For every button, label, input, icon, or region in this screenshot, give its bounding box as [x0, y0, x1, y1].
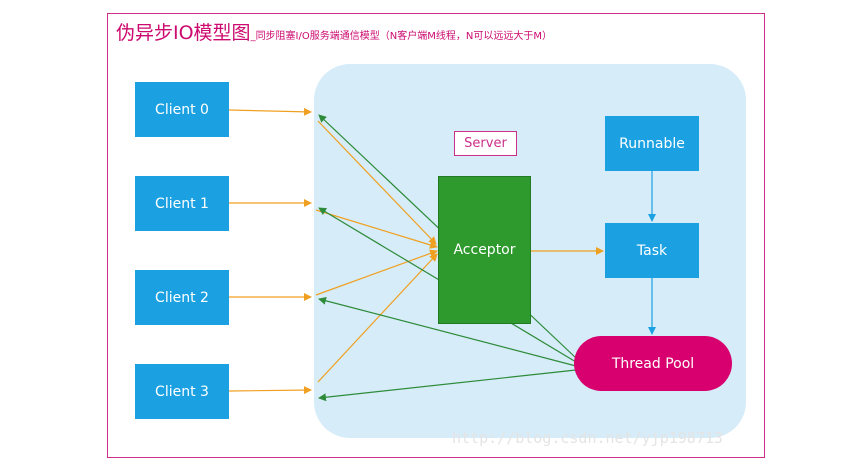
client-3-label: Client 3: [155, 383, 209, 400]
internal-flow-arrows: [531, 171, 656, 335]
request-line-1: [315, 209, 438, 249]
client-2-label: Client 2: [155, 289, 209, 306]
client-request-arrows: [228, 107, 312, 395]
task-box: Task: [605, 223, 699, 278]
request-line-3: [317, 253, 438, 383]
watermark: http://blog.csdn.net/yjp198713: [452, 429, 723, 447]
client-0-label: Client 0: [155, 101, 209, 118]
acceptor-box: Acceptor: [438, 176, 531, 324]
client-1-box: Client 1: [135, 176, 229, 231]
client-3-box: Client 3: [135, 364, 229, 419]
client-1-label: Client 1: [155, 195, 209, 212]
client-0-box: Client 0: [135, 82, 229, 137]
acceptor-request-arrows: [315, 120, 438, 383]
server-label-text: Server: [464, 136, 507, 151]
response-line-2: [318, 296, 577, 367]
request-line-0: [317, 120, 437, 245]
arrow-client3-to-server: [228, 386, 312, 395]
client-2-box: Client 2: [135, 270, 229, 325]
runnable-label: Runnable: [619, 135, 685, 152]
diagram-title: 伪异步IO模型图_同步阻塞I/O服务端通信模型（N客户端M线程，N可以远远大于M…: [116, 18, 552, 45]
title-subtitle: _同步阻塞I/O服务端通信模型（N客户端M线程，N可以远远大于M）: [250, 31, 552, 42]
server-label: Server: [454, 131, 517, 156]
acceptor-label: Acceptor: [453, 242, 516, 258]
title-main: 伪异步IO模型图: [116, 22, 251, 44]
runnable-box: Runnable: [605, 116, 699, 171]
diagram-frame: [107, 13, 765, 458]
thread-pool-box: Thread Pool: [574, 336, 732, 391]
arrow-client0-to-server: [228, 107, 312, 116]
response-line-3: [318, 369, 577, 402]
task-label: Task: [636, 242, 668, 259]
request-line-2: [315, 249, 438, 296]
thread-pool-label: Thread Pool: [611, 355, 695, 372]
